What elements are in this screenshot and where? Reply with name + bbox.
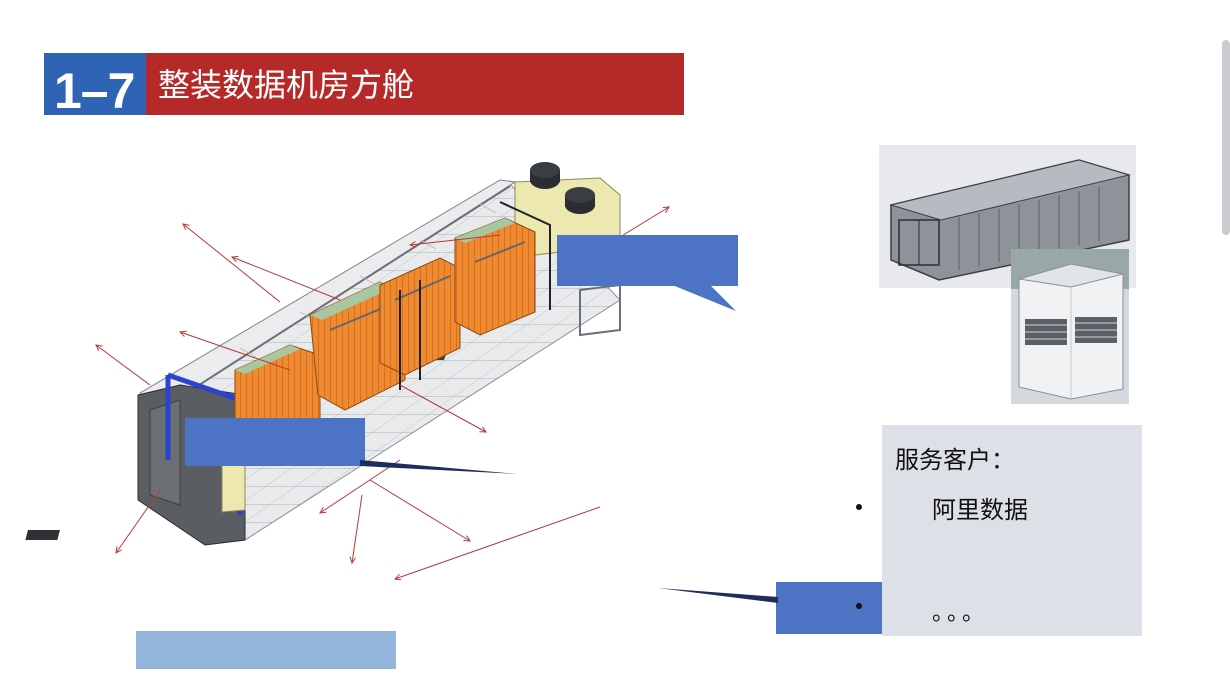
step-icon — [25, 530, 60, 540]
callout-box-middle — [185, 418, 365, 466]
server-rack-group-4 — [454, 217, 536, 336]
section-number: 1–7 — [54, 63, 135, 115]
bullet-dot-icon — [856, 603, 862, 609]
customer-item: 阿里数据 — [932, 496, 1028, 524]
ac-unit-photo — [1011, 249, 1129, 404]
callout-pointer-middle — [360, 460, 518, 474]
callout-pointer-bottom — [658, 588, 778, 603]
callout-box-bottom — [776, 582, 884, 634]
title-banner: 整装数据机房方舱 — [146, 53, 684, 115]
container-photo — [879, 145, 1136, 288]
bottom-label-bar — [136, 631, 396, 669]
section-number-badge: 1–7 — [44, 53, 146, 115]
customer-item: 。。。 — [932, 601, 989, 626]
callout-box-top — [557, 235, 738, 286]
callout-pointer-top — [660, 280, 736, 311]
customer-panel — [882, 425, 1142, 636]
bullet-dot-icon — [856, 504, 862, 510]
leader-arrows — [96, 207, 669, 579]
scroll-edge[interactable] — [1222, 40, 1230, 235]
page-title: 整装数据机房方舱 — [158, 66, 415, 104]
customer-title: 服务客户： — [895, 446, 1015, 474]
